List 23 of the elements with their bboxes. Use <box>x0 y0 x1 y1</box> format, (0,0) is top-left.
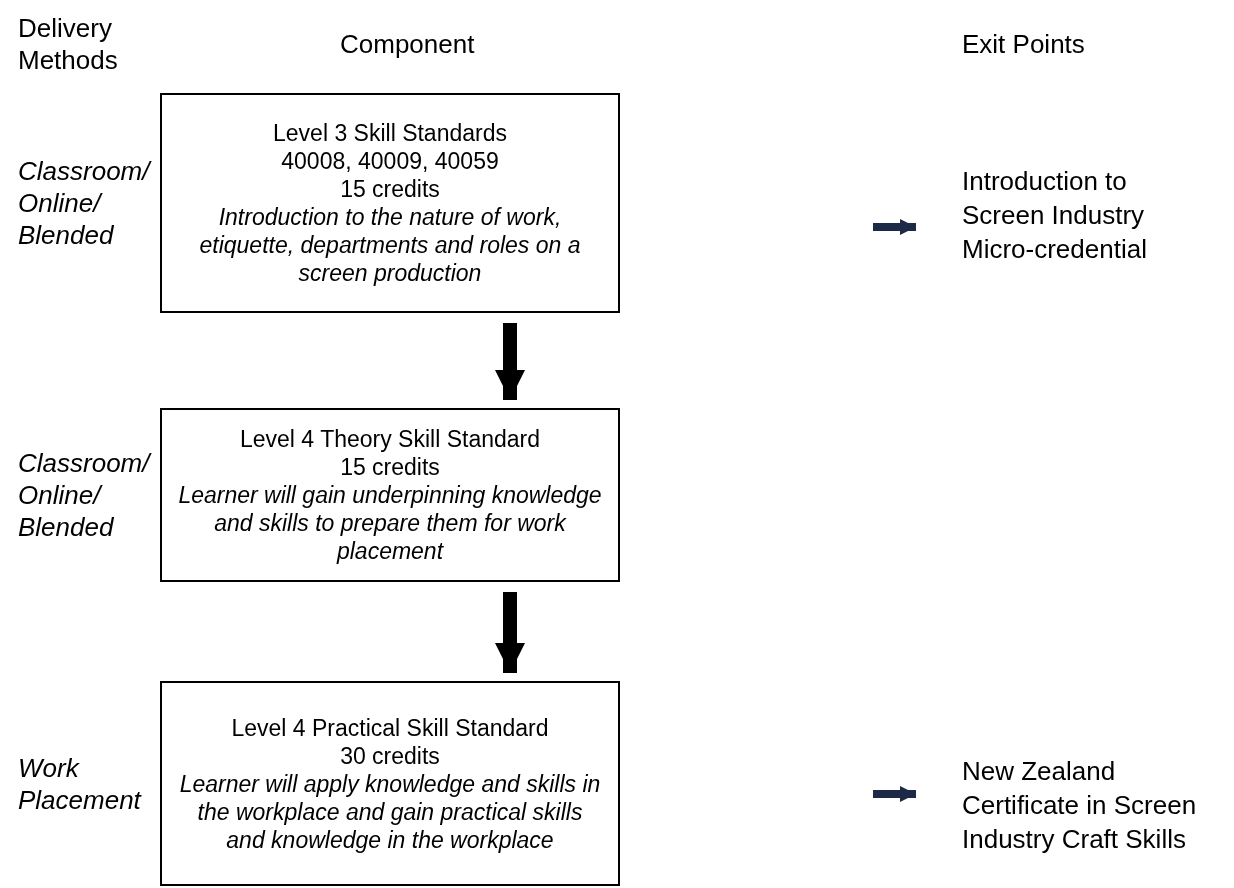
arrow <box>495 323 525 400</box>
component-detail: 15 credits <box>340 453 440 481</box>
component-detail: 15 credits <box>340 175 440 203</box>
component-title: Level 4 Practical Skill Standard <box>231 713 549 742</box>
column-heading: Delivery Methods <box>18 12 119 76</box>
delivery-method: Classroom/ Online/ Blended <box>18 447 153 543</box>
component-box <box>160 408 620 582</box>
component-description: Learner will apply knowledge and skills in the workplace and gain practical skills and knowledge in the workplace <box>178 769 602 854</box>
component-description: Introduction to the nature of work, etiquette, departments and roles on a screen production <box>198 203 582 287</box>
component-title: Level 4 Theory Skill Standard <box>240 425 540 453</box>
component-description: Learner will gain underpinning knowledge and skills to prepare them for work placement <box>177 481 603 565</box>
arrow <box>495 592 525 673</box>
delivery-method: Work Placement <box>18 751 143 816</box>
component-box <box>160 93 620 313</box>
component-box <box>160 681 620 886</box>
column-heading: Exit Points <box>962 28 1086 60</box>
exit-point-text: Introduction to Screen Industry Micro-credential <box>962 165 1148 266</box>
column-heading: Component <box>340 28 476 60</box>
exit-point-text: New Zealand Certificate in Screen Industry Craft Skills <box>962 755 1198 856</box>
component-detail: 30 credits <box>340 741 440 770</box>
delivery-method: Classroom/ Online/ Blended <box>18 155 153 251</box>
component-detail: 40008, 40009, 40059 <box>281 147 499 175</box>
component-title: Level 3 Skill Standards <box>273 119 507 147</box>
